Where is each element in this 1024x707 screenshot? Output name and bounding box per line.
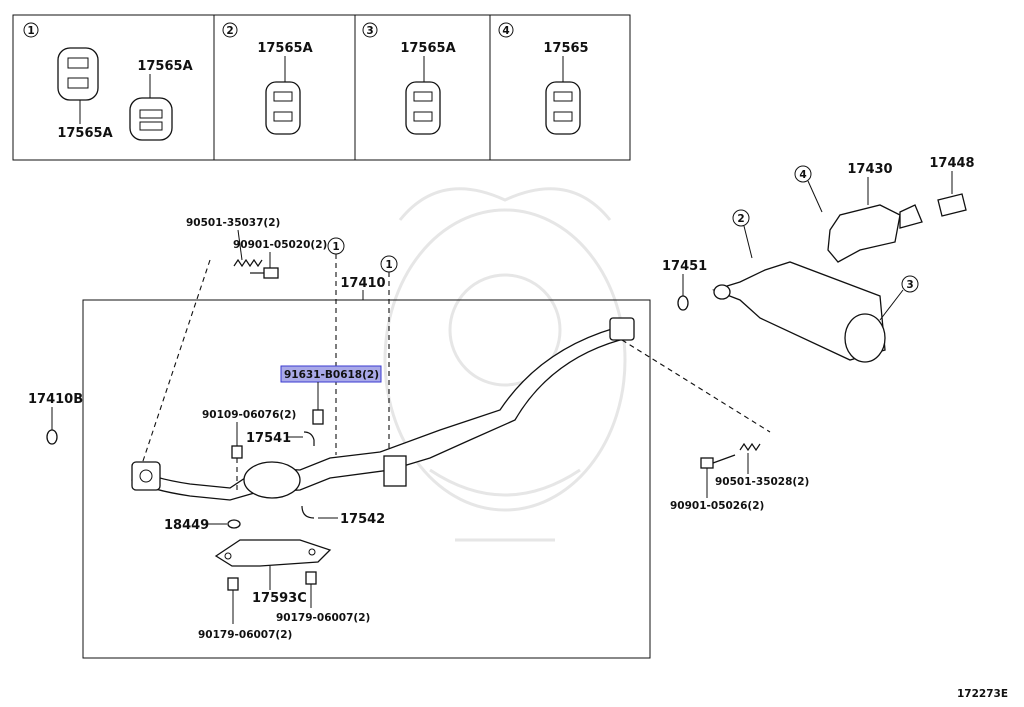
spring-icon xyxy=(739,442,761,452)
inlet-flange xyxy=(131,461,161,491)
gasket-clip-icon xyxy=(303,431,315,446)
part-17451-label: 17451 xyxy=(662,259,707,274)
part-18449-label: 18449 xyxy=(164,518,209,533)
gasket-clip-icon xyxy=(301,505,315,519)
gasket-icon xyxy=(227,519,241,529)
outlet-flange xyxy=(609,317,635,341)
part-17410B-label: 17410B xyxy=(28,392,83,407)
exhaust-hanger-icon xyxy=(405,81,441,135)
exhaust-hanger-icon xyxy=(265,81,301,135)
tail-pipe-tip-icon xyxy=(937,193,967,217)
part-17542-label: 17542 xyxy=(340,512,385,527)
part-number-label: 17565A xyxy=(257,41,312,56)
highlighted-part-91631-B0618[interactable]: 91631-B0618(2) xyxy=(280,365,382,383)
inset-panel-2: 2 17565A xyxy=(222,22,313,135)
inset-panel-4: 4 17565 xyxy=(498,22,589,135)
gasket-icon xyxy=(677,295,689,311)
part-90109-06076-label: 90109-06076(2) xyxy=(202,409,296,421)
bolt-icon xyxy=(231,445,243,492)
panel-index-3: 3 xyxy=(366,25,373,37)
circle-mark-3: 3 xyxy=(879,275,919,321)
part-number-label: 17565 xyxy=(543,41,588,56)
circle-mark-4: 4 xyxy=(794,165,823,213)
nut-icon xyxy=(305,571,317,585)
exhaust-hanger-icon xyxy=(129,97,173,141)
part-90501-35037-label: 90501-35037(2) xyxy=(186,217,280,229)
bolt-icon xyxy=(312,409,324,425)
svg-text:4: 4 xyxy=(799,169,806,181)
panel-index-2: 2 xyxy=(226,25,233,37)
panel-index-4: 4 xyxy=(502,25,509,37)
exhaust-hanger-icon xyxy=(57,47,99,101)
circle-mark-1: 1 xyxy=(380,255,398,465)
part-17430-label: 17430 xyxy=(847,162,892,177)
spring-icon xyxy=(233,258,263,268)
part-number-label: 17565A xyxy=(137,59,192,74)
svg-text:1: 1 xyxy=(332,241,339,253)
illustration-code: 172273E xyxy=(957,688,1008,700)
svg-text:1: 1 xyxy=(385,259,392,271)
bolt-icon xyxy=(700,454,736,469)
circle-mark-2: 2 xyxy=(732,209,753,259)
nut-icon xyxy=(46,429,58,445)
part-17410-label: 17410 xyxy=(340,276,385,291)
part-90179-06007-label: 90179-06007(2) xyxy=(276,612,370,624)
part-number-label: 17565A xyxy=(57,126,112,141)
inset-panel-1: 1 17565A 17565A xyxy=(23,22,193,141)
pipe-bracket xyxy=(383,455,407,487)
part-90901-05020-label: 90901-05020(2) xyxy=(233,239,327,251)
part-number-label: 17565A xyxy=(400,41,455,56)
tail-pipe-muffler xyxy=(712,204,923,363)
circle-mark-1: 1 xyxy=(327,237,345,455)
part-90901-05026-label: 90901-05026(2) xyxy=(670,500,764,512)
part-17448-label: 17448 xyxy=(929,156,974,171)
part-90501-35028-label: 90501-35028(2) xyxy=(715,476,809,488)
heat-insulator xyxy=(214,539,332,567)
exhaust-hanger-icon xyxy=(545,81,581,135)
catalytic-converter xyxy=(243,461,301,499)
part-17593C-label: 17593C xyxy=(252,591,307,606)
inset-frame xyxy=(12,14,631,161)
part-91631-B0618-label[interactable]: 91631-B0618(2) xyxy=(284,369,379,381)
inset-panels: 1 17565A 17565A 2 17565A xyxy=(12,14,631,161)
bolt-icon xyxy=(250,267,279,279)
part-17541-label: 17541 xyxy=(246,431,291,446)
part-90179-06007-label: 90179-06007(2) xyxy=(198,629,292,641)
watermark-emblem xyxy=(383,187,627,542)
svg-text:2: 2 xyxy=(737,213,744,225)
front-pipe-assembly-frame xyxy=(82,299,651,659)
svg-text:3: 3 xyxy=(906,279,913,291)
panel-index-1: 1 xyxy=(27,25,34,37)
inset-panel-3: 3 17565A xyxy=(362,22,456,135)
nut-icon xyxy=(227,577,239,591)
front-exhaust-pipe xyxy=(131,317,635,501)
